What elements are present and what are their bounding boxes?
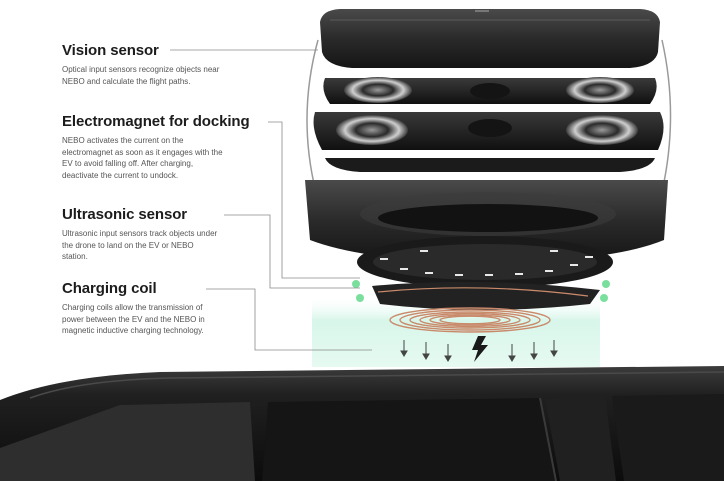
magnet-plate: [372, 281, 600, 310]
ultrasonic-sensor-ring: [352, 236, 613, 302]
down-arrow-icon: [400, 340, 558, 362]
leader-lines: [170, 49, 372, 351]
annotation-description: Charging coils allow the transmission of…: [62, 303, 205, 335]
annotation-electromagnet: Electromagnet for docking NEBO activates…: [62, 113, 262, 181]
annotation-title: Charging coil: [62, 280, 157, 297]
annotation-title: Ultrasonic sensor: [62, 206, 188, 223]
annotation-description: Ultrasonic input sensors track objects u…: [62, 229, 218, 261]
car-roof: [0, 366, 724, 481]
charging-coil: [389, 307, 551, 333]
annotation-vision-sensor: Vision sensor Optical input sensors reco…: [62, 42, 262, 87]
electromagnet-layer: [313, 112, 664, 172]
drone-main-body: [305, 180, 668, 262]
annotation-title: Electromagnet for docking: [62, 113, 250, 130]
lightning-bolt-icon: [472, 336, 488, 362]
vision-sensor-layer: [323, 77, 657, 104]
annotation-title: Vision sensor: [62, 42, 159, 59]
drone-top-shell: [320, 9, 660, 68]
annotation-description: Optical input sensors recognize objects …: [62, 65, 220, 86]
annotation-charging-coil: Charging coil Charging coils allow the t…: [62, 280, 262, 337]
annotation-ultrasonic-sensor: Ultrasonic sensor Ultrasonic input senso…: [62, 206, 262, 263]
annotation-description: NEBO activates the current on the electr…: [62, 136, 223, 180]
